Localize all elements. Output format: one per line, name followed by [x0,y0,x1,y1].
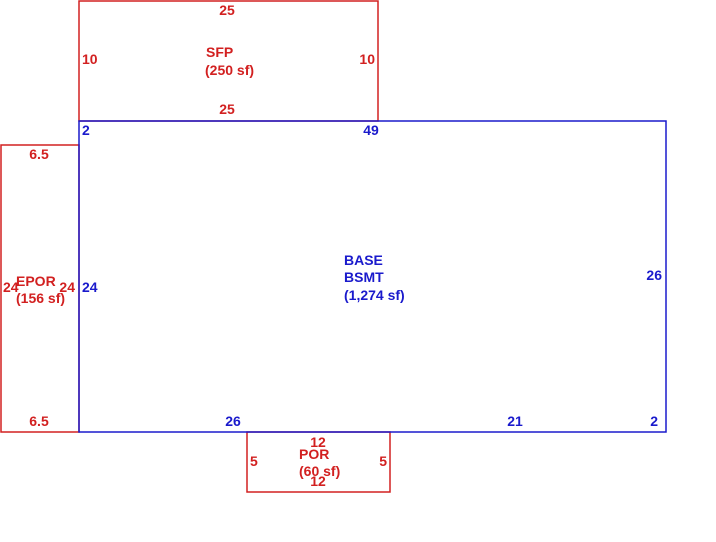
por-area: 12 12 5 5 POR (60 sf) [246,431,391,493]
epor-dim-right: 24 [59,279,75,295]
por-area-label: (60 sf) [299,463,340,479]
por-dim-right: 5 [379,453,387,469]
sfp-label: SFP [206,44,233,60]
sfp-dim-top: 25 [219,2,235,18]
epor-dim-left: 24 [3,279,19,295]
por-dim-top: 12 [310,434,326,450]
epor-area-label: (156 sf) [16,290,65,306]
epor-label: EPOR [16,273,56,289]
base-label-line1: BASE [344,252,383,268]
epor-dim-bottom: 6.5 [29,413,49,429]
base-dim-left: 24 [82,279,98,295]
base-dim-top-left: 2 [82,122,90,138]
base-dim-bottom-mid: 21 [507,413,523,429]
por-dim-left: 5 [250,453,258,469]
base-dim-right: 26 [646,267,662,283]
sfp-area-label: (250 sf) [205,62,254,78]
sfp-area: 25 25 10 10 SFP (250 sf) [78,0,379,122]
epor-dim-top: 6.5 [29,146,49,162]
sfp-dim-left: 10 [82,51,98,67]
sfp-dim-bottom: 25 [219,101,235,117]
base-area: 2 49 24 26 26 21 2 BASE BSMT (1,274 sf) [78,120,667,433]
base-area-label: (1,274 sf) [344,287,405,303]
base-outline [78,120,667,433]
por-dim-bottom: 12 [310,473,326,489]
base-dim-top-right: 49 [363,122,379,138]
base-dim-bottom-left: 26 [225,413,241,429]
sfp-dim-right: 10 [359,51,375,67]
por-label: POR [299,446,329,462]
epor-area: 6.5 6.5 24 24 EPOR (156 sf) [0,144,80,433]
base-dim-bottom-right: 2 [650,413,658,429]
base-label-line2: BSMT [344,269,384,285]
